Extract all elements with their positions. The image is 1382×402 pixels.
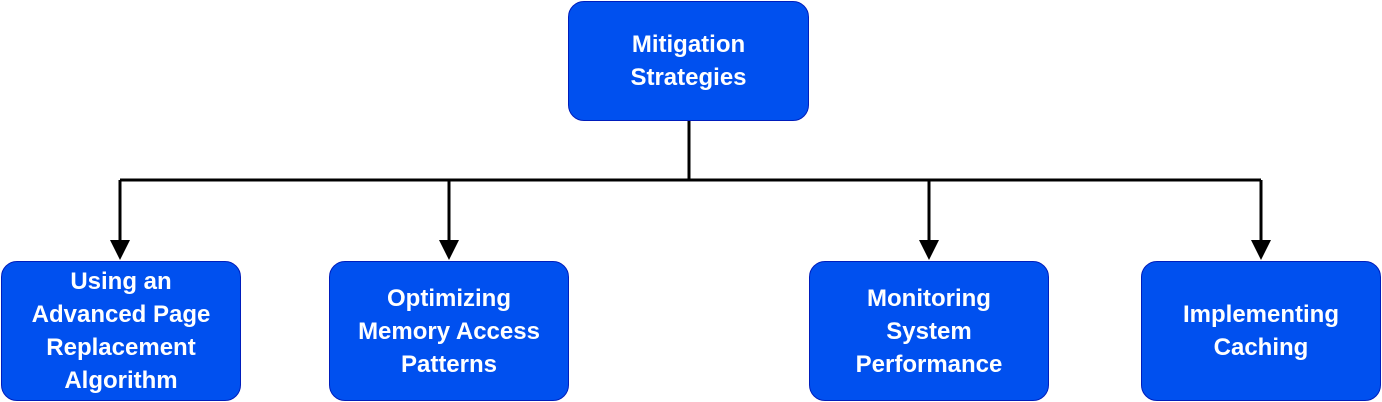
arrowhead-3 — [919, 240, 939, 260]
arrowhead-2 — [439, 240, 459, 260]
node-label: Optimizing Memory Access Patterns — [358, 284, 540, 378]
node-label: Monitoring System Performance — [855, 284, 1003, 378]
node-monitoring-system-performance: Monitoring System Performance — [809, 261, 1049, 401]
node-label: Implementing Caching — [1182, 301, 1339, 361]
node-optimizing-memory-access: Optimizing Memory Access Patterns — [329, 261, 569, 401]
arrowhead-1 — [110, 240, 130, 260]
node-label: Mitigation Strategies — [630, 31, 747, 91]
node-mitigation-strategies: Mitigation Strategies — [568, 1, 809, 121]
node-advanced-page-replacement: Using an Advanced Page Replacement Algor… — [1, 261, 241, 401]
node-implementing-caching: Implementing Caching — [1141, 261, 1381, 401]
arrowhead-4 — [1251, 240, 1271, 260]
node-label: Using an Advanced Page Replacement Algor… — [31, 268, 211, 394]
